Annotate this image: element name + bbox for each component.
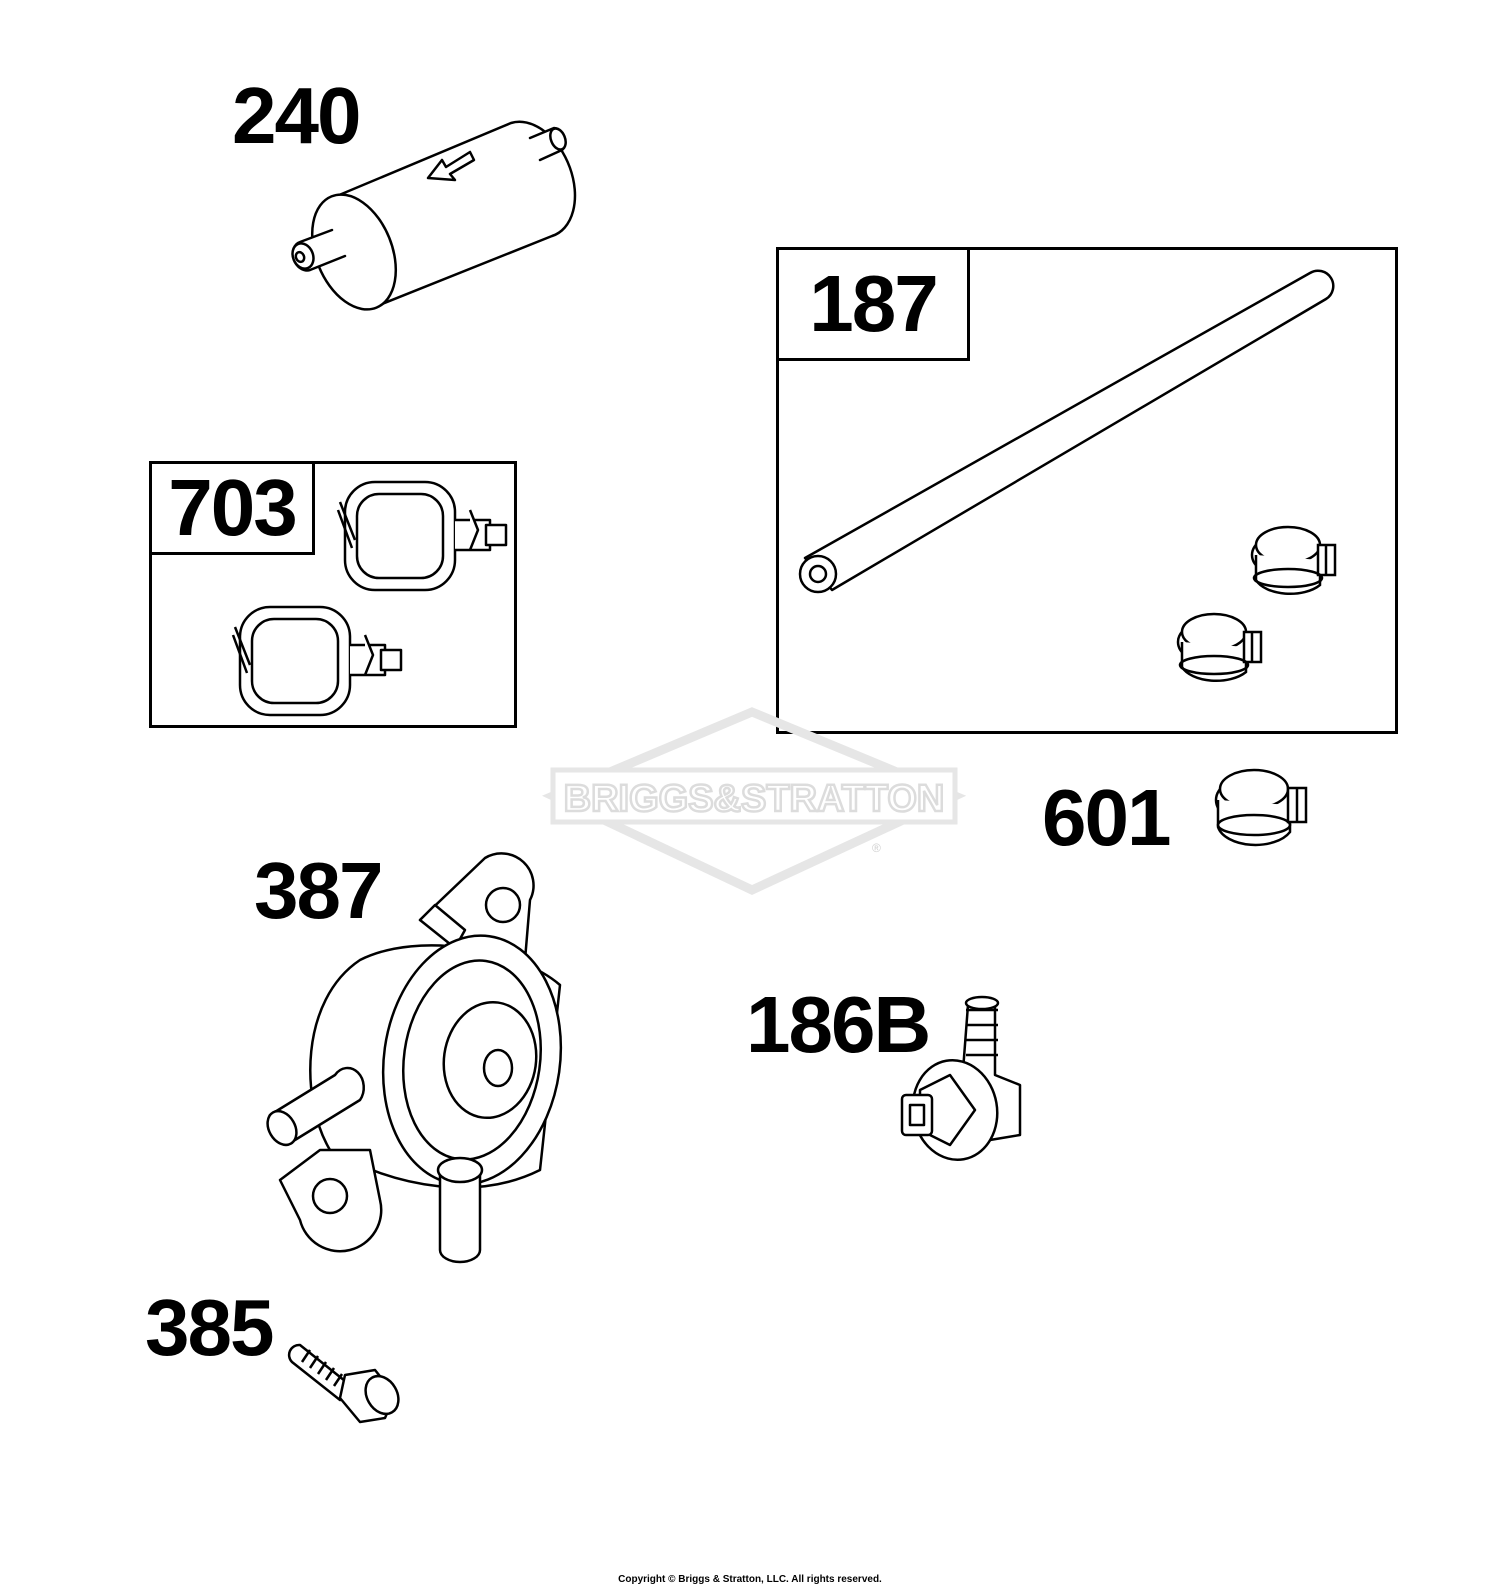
screw-icon[interactable]	[287, 1343, 405, 1424]
fuel-filter-icon[interactable]	[289, 120, 577, 322]
watermark-registered: ®	[872, 841, 881, 855]
part-number-601[interactable]: 601	[1042, 773, 1171, 862]
fuel-line-icon[interactable]	[798, 269, 1335, 594]
part-number-387[interactable]: 387	[254, 846, 383, 935]
kit-box-703	[149, 461, 517, 728]
hose-clamp-icon[interactable]	[231, 605, 403, 717]
part-number-240[interactable]: 240	[232, 71, 361, 160]
hose-clamp-icon[interactable]	[1214, 768, 1308, 847]
part-number-703[interactable]: 703	[149, 461, 315, 555]
hose-clamp-icon[interactable]	[1250, 525, 1337, 595]
kit-box-187	[776, 247, 1398, 734]
copyright-notice: Copyright © Briggs & Stratton, LLC. All …	[618, 1574, 882, 1585]
elbow-fitting-icon[interactable]	[900, 995, 1022, 1167]
hose-clamp-icon[interactable]	[1176, 612, 1263, 682]
watermark-brand: BRIGGS&STRATTON	[564, 778, 945, 820]
fuel-pump-icon[interactable]	[262, 852, 577, 1264]
watermark-frame	[550, 767, 958, 825]
part-number-186B[interactable]: 186B	[746, 980, 931, 1069]
part-number-187[interactable]: 187	[776, 247, 970, 361]
hose-clamp-icon[interactable]	[336, 480, 508, 592]
part-number-385[interactable]: 385	[145, 1283, 274, 1372]
